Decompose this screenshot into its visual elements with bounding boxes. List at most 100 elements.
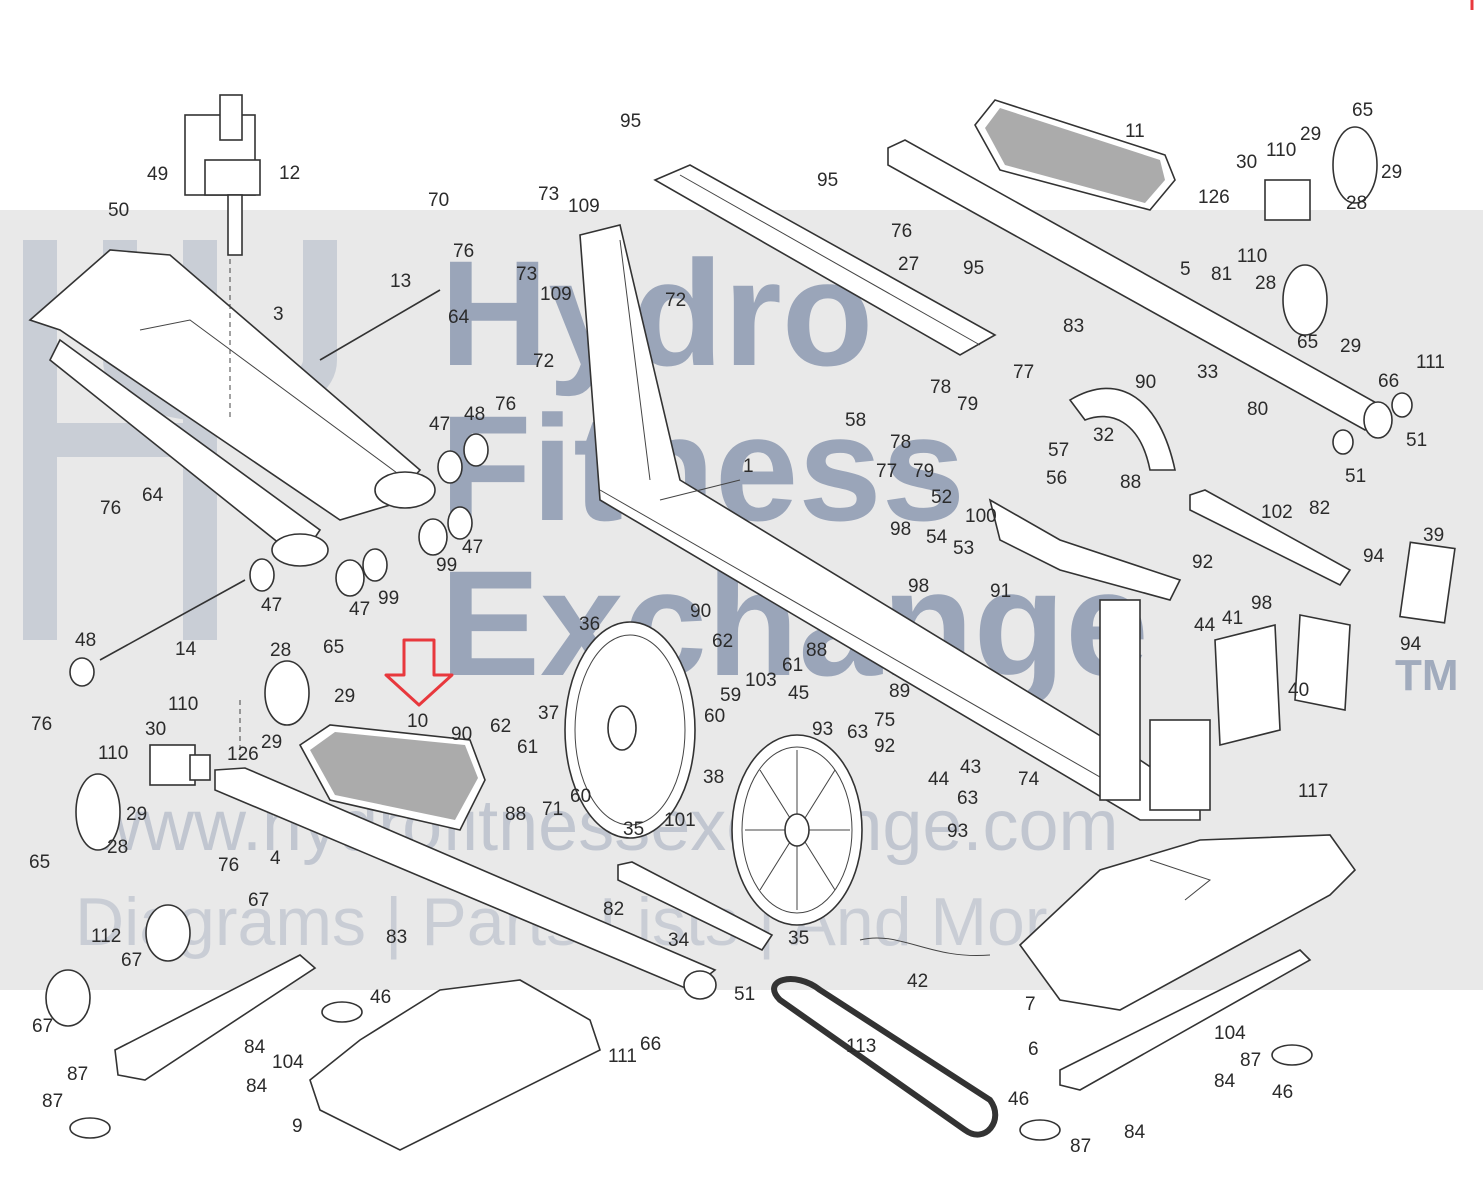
part-label: 49 (147, 164, 168, 185)
part-label: 112 (91, 926, 121, 947)
part-label: 83 (1063, 316, 1084, 337)
part-pedal-11 (974, 99, 1176, 211)
part-label: 76 (453, 241, 474, 262)
part-label: 126 (1198, 187, 1230, 208)
part-label: 79 (913, 461, 934, 482)
part-label: 30 (1236, 152, 1257, 173)
part-label: 101 (664, 810, 696, 831)
part-label: 29 (334, 686, 355, 707)
part-label: 14 (175, 639, 197, 660)
part-pulley-38 (731, 734, 863, 926)
part-label: 99 (436, 555, 457, 576)
part-label: 67 (248, 890, 269, 911)
part-label: 111 (608, 1046, 637, 1067)
part-label: 45 (788, 683, 809, 704)
part-shroud-7-detail (1149, 859, 1212, 901)
part-label: 62 (712, 631, 733, 652)
part-label: 95 (620, 111, 641, 132)
part-label: 92 (1192, 552, 1213, 573)
part-label: 98 (908, 576, 929, 597)
part-label: 65 (323, 637, 344, 658)
left-pulleys (69, 433, 489, 851)
leveling-feet (69, 1001, 1313, 1141)
part-shroud-9 (309, 979, 601, 1151)
watermark-tm: TM (1395, 651, 1459, 700)
part-label: 29 (1381, 162, 1402, 183)
part-label: 87 (42, 1091, 63, 1112)
part-label: 94 (1363, 546, 1385, 567)
part-label: 104 (1214, 1023, 1246, 1044)
part-label: 89 (889, 681, 910, 702)
part-label: 88 (1120, 472, 1141, 493)
part-label: 40 (1288, 680, 1309, 701)
part-label: 43 (960, 757, 981, 778)
part-label: 29 (1340, 336, 1361, 357)
part-label: 67 (32, 1016, 53, 1037)
part-label: 41 (1222, 608, 1243, 629)
part-label: 48 (75, 630, 96, 651)
part-label: 83 (386, 927, 407, 948)
part-label: 28 (270, 640, 291, 661)
part-label: 103 (745, 670, 777, 691)
part-label: 81 (1211, 264, 1232, 285)
part-label: 1 (743, 456, 754, 477)
part-label: 90 (690, 601, 711, 622)
part-bracket-34 (617, 861, 774, 952)
part-label: 80 (1247, 399, 1268, 420)
part-label: 67 (121, 950, 142, 971)
part-label: 77 (876, 461, 897, 482)
part-label: 93 (812, 719, 833, 740)
part-label: 29 (126, 804, 147, 825)
part-label: 87 (1240, 1050, 1261, 1071)
part-label: 109 (540, 284, 572, 305)
part-label: 3 (273, 304, 284, 325)
part-label: 88 (806, 640, 827, 661)
part-label: 47 (261, 595, 282, 616)
right-pulleys (1264, 126, 1413, 455)
part-bar-27 (653, 164, 997, 356)
highlight-arrow (384, 638, 454, 707)
part-label: 84 (1124, 1122, 1146, 1143)
drawing-linework (28, 94, 1456, 1151)
part-label: 46 (370, 987, 391, 1008)
part-label: 51 (1406, 430, 1427, 451)
part-label: 117 (1298, 781, 1328, 802)
part-label: 87 (1070, 1136, 1091, 1157)
part-label: 65 (1352, 100, 1373, 121)
part-label: 13 (390, 271, 411, 292)
part-label: 4 (270, 848, 281, 869)
part-label: 64 (142, 485, 164, 506)
part-label: 44 (1194, 615, 1216, 636)
part-shroud-32 (1068, 387, 1176, 471)
part-label: 28 (1255, 273, 1276, 294)
part-number-labels: 95 70 73 109 76 95 11 65 29 110 29 30 12… (29, 100, 1445, 1157)
part-label: 12 (279, 163, 300, 184)
part-label: 75 (874, 710, 895, 731)
part-label: 34 (668, 930, 690, 951)
part-label: 126 (227, 744, 259, 765)
part-label: 98 (890, 519, 911, 540)
part-actuator-12 (184, 94, 261, 256)
part-label: 76 (495, 394, 516, 415)
part-label: 72 (533, 351, 554, 372)
part-wheel-112b (45, 969, 91, 1027)
part-flywheel-36 (564, 621, 696, 839)
part-label: 51 (734, 984, 755, 1005)
axle-14 (99, 579, 246, 661)
part-label: 57 (1048, 440, 1069, 461)
part-label: 90 (1135, 372, 1156, 393)
part-label: 35 (623, 819, 644, 840)
part-link-4 (214, 700, 717, 1000)
part-label: 56 (1046, 468, 1067, 489)
part-label: 61 (517, 737, 538, 758)
part-wheel-112a (145, 904, 191, 962)
part-label: 7 (1025, 994, 1036, 1015)
part-label: 93 (947, 821, 968, 842)
part-label: 76 (31, 714, 52, 735)
part-belt-113 (771, 976, 999, 1138)
part-label: 29 (1300, 124, 1321, 145)
part-label: 60 (704, 706, 725, 727)
part-label: 36 (579, 614, 600, 635)
part-label: 111 (1416, 352, 1445, 373)
